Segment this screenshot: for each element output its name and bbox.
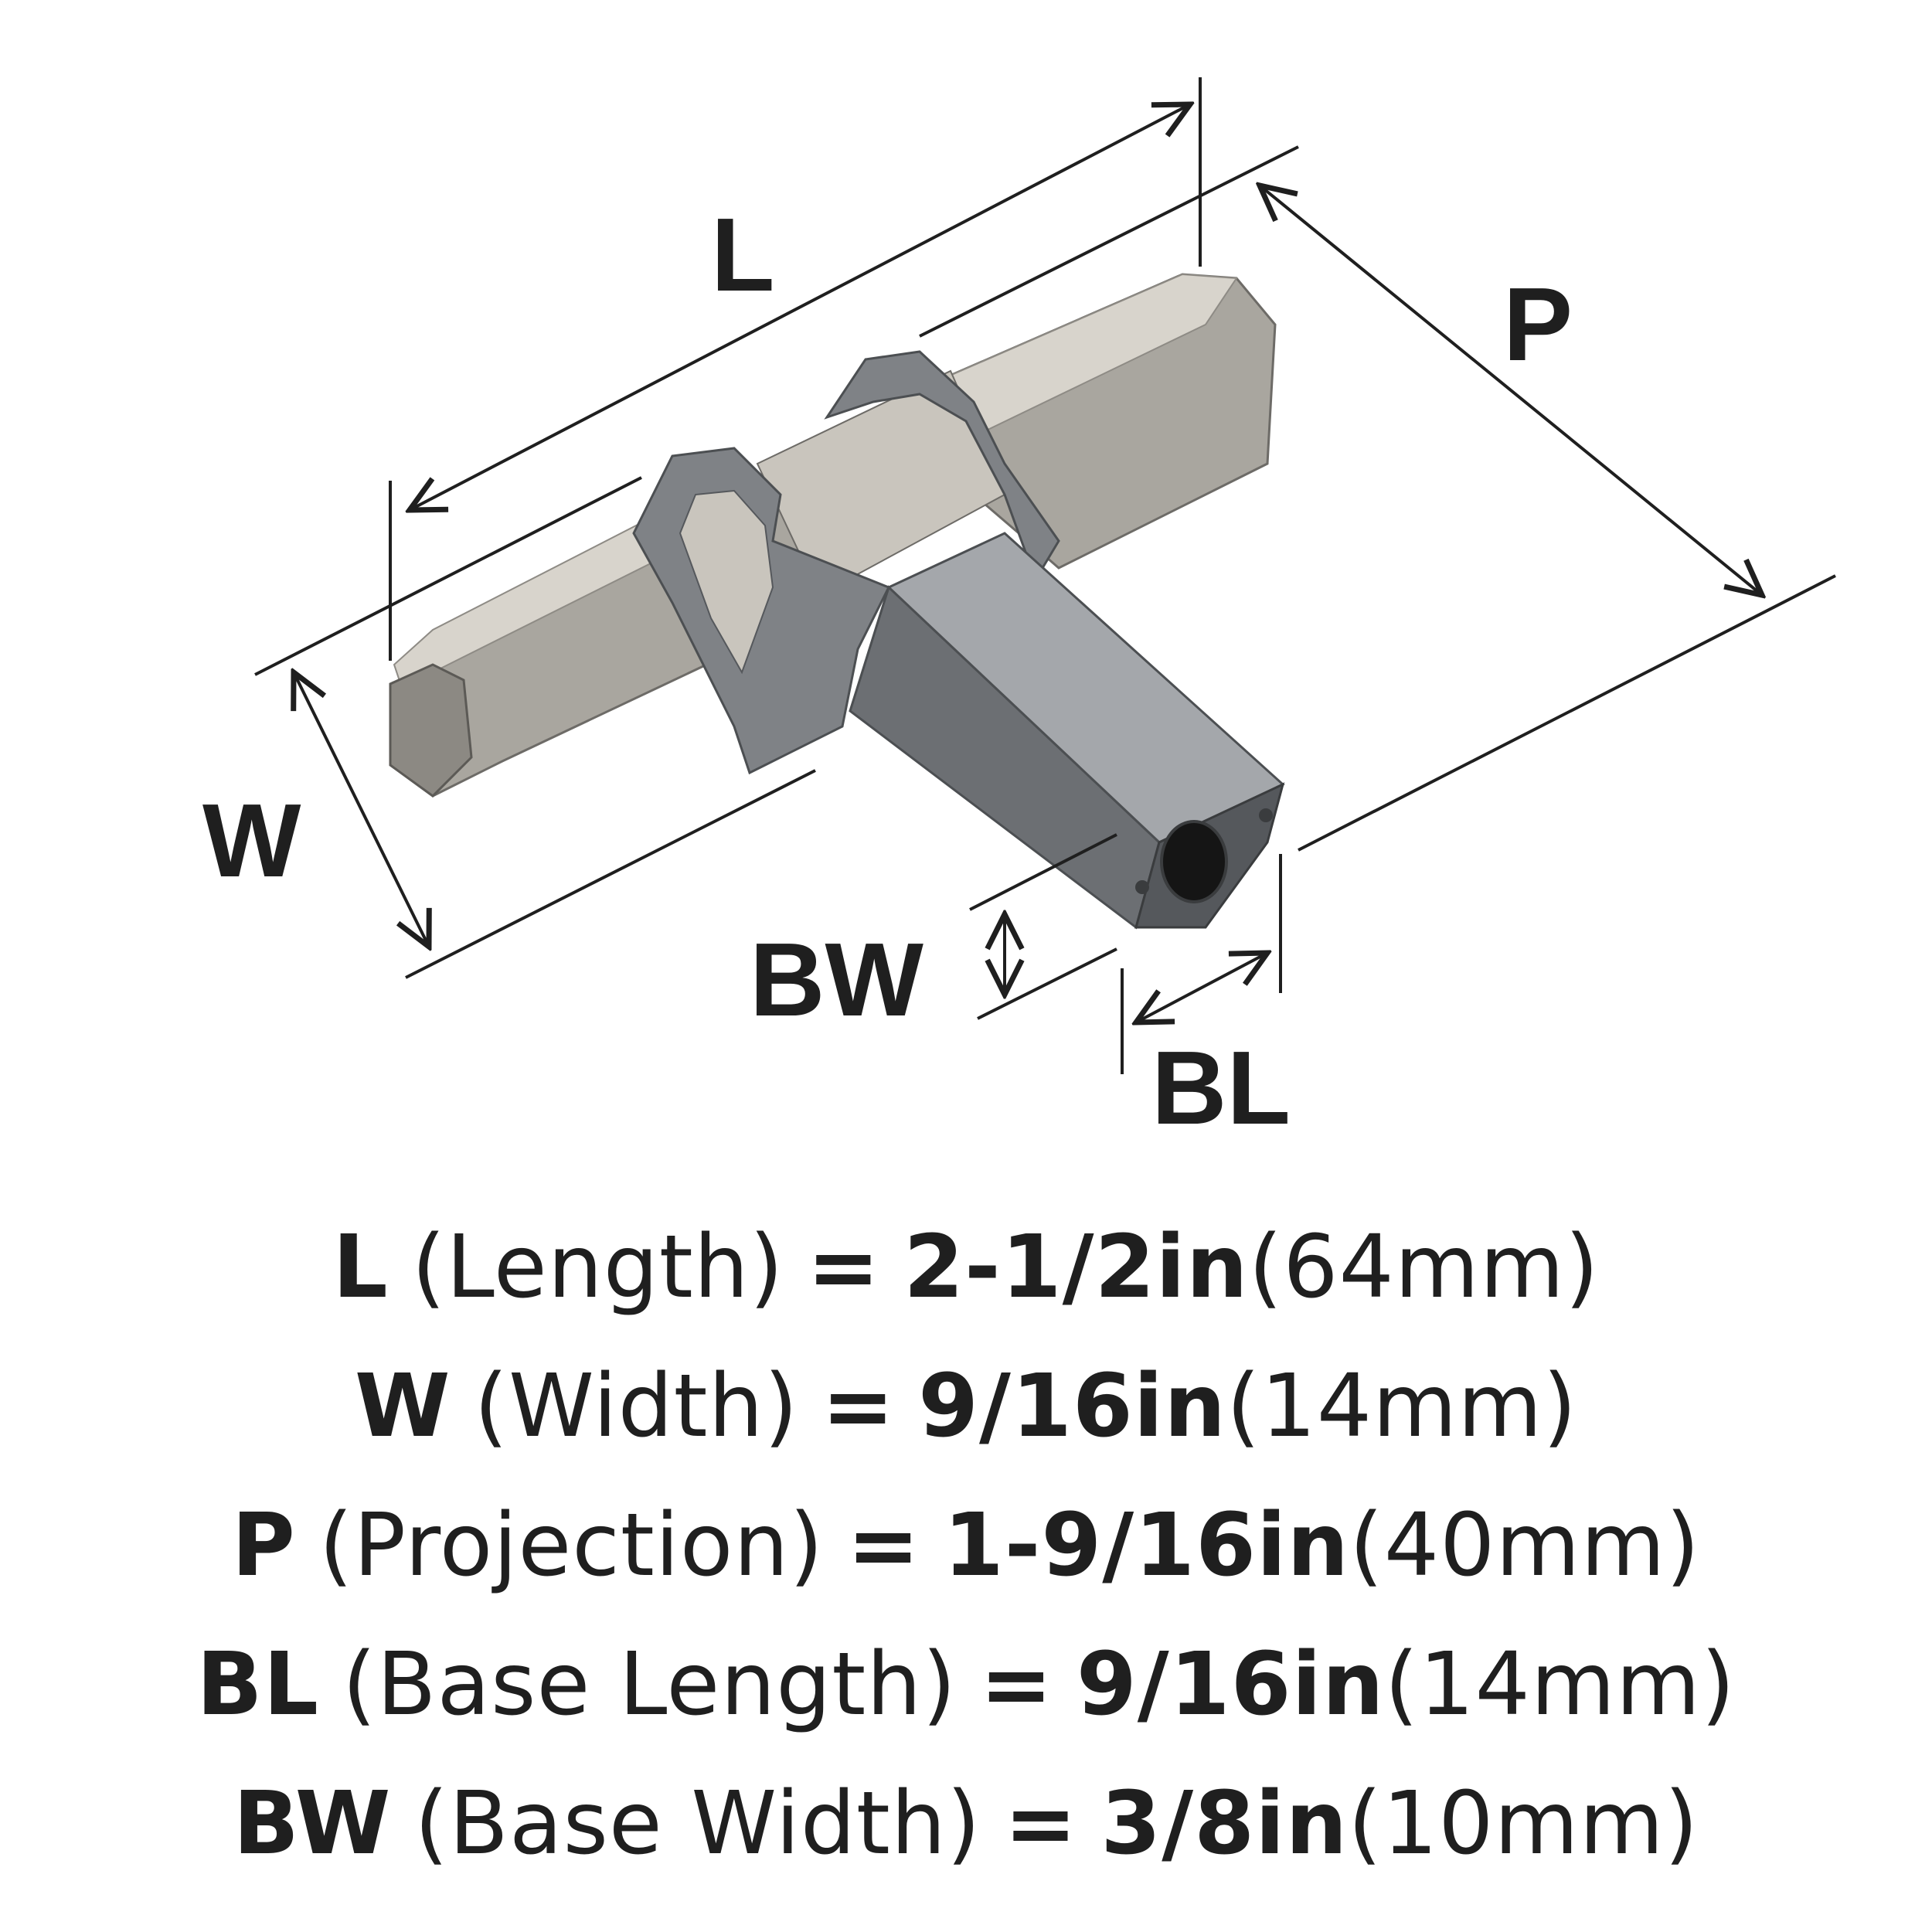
spec-metric: (40mm) bbox=[1349, 1495, 1701, 1596]
spec-imperial: 3/8in bbox=[1100, 1774, 1349, 1874]
spec-equals: = bbox=[1004, 1774, 1078, 1874]
spec-equals: = bbox=[847, 1495, 920, 1596]
spec-imperial: 1-9/16in bbox=[943, 1495, 1350, 1596]
spec-name: (Base Width) bbox=[414, 1774, 981, 1874]
base-length-label: BL bbox=[1151, 1029, 1291, 1146]
spec-equals: = bbox=[821, 1356, 896, 1457]
width-label: W bbox=[202, 782, 301, 899]
length-dim-line bbox=[410, 104, 1190, 510]
spec-metric: (14mm) bbox=[1384, 1634, 1736, 1735]
length-label: L bbox=[711, 196, 775, 313]
spec-name: (Projection) bbox=[318, 1495, 825, 1596]
spec-name: (Length) bbox=[411, 1217, 784, 1318]
projection-guide-far bbox=[1298, 574, 1836, 852]
spec-row-length: L (Length) = 2-1/2in (64mm) bbox=[0, 1198, 1932, 1337]
spec-code: L bbox=[332, 1217, 389, 1318]
spec-metric: (10mm) bbox=[1348, 1774, 1699, 1874]
dimension-lines bbox=[254, 77, 1836, 1074]
spec-name: (Width) bbox=[474, 1356, 799, 1457]
spec-code: W bbox=[354, 1356, 451, 1457]
spec-metric: (64mm) bbox=[1248, 1217, 1600, 1318]
spec-code: BL bbox=[196, 1634, 319, 1735]
spec-row-base-length: BL (Base Length) = 9/16in (14mm) bbox=[0, 1615, 1932, 1754]
spec-code: BW bbox=[233, 1774, 392, 1874]
spec-name: (Base Length) bbox=[342, 1634, 957, 1735]
width-guide-bottom bbox=[405, 769, 816, 979]
spec-code: P bbox=[231, 1495, 296, 1596]
spec-row-projection: P (Projection) = 1-9/16in (40mm) bbox=[0, 1476, 1932, 1615]
base-width-label: BW bbox=[750, 921, 923, 1038]
base-width-guide-bottom bbox=[977, 947, 1117, 1020]
projection-label: P bbox=[1503, 266, 1573, 383]
spec-equals: = bbox=[979, 1634, 1053, 1735]
base-length-dim-line bbox=[1136, 953, 1267, 1022]
base-pin-lower bbox=[1135, 880, 1149, 894]
base-post bbox=[849, 532, 1285, 930]
spec-metric: (14mm) bbox=[1226, 1356, 1578, 1457]
spec-equals: = bbox=[807, 1217, 881, 1318]
length-guide-left bbox=[254, 476, 642, 676]
screw-hole bbox=[1160, 820, 1228, 903]
spec-imperial: 2-1/2in bbox=[903, 1217, 1249, 1318]
spec-list: L (Length) = 2-1/2in (64mm) W (Width) = … bbox=[0, 1198, 1932, 1893]
length-guide-right bbox=[919, 145, 1299, 338]
knob-drawing bbox=[254, 77, 1836, 1074]
spec-imperial: 9/16in bbox=[918, 1356, 1226, 1457]
base-pin-upper bbox=[1259, 808, 1273, 822]
projection-dim-line bbox=[1260, 185, 1762, 595]
base-width-guide-top bbox=[969, 833, 1117, 911]
spec-row-width: W (Width) = 9/16in (14mm) bbox=[0, 1337, 1932, 1476]
spec-imperial: 9/16in bbox=[1076, 1634, 1385, 1735]
spec-row-base-width: BW (Base Width) = 3/8in (10mm) bbox=[0, 1754, 1932, 1893]
width-dim-line bbox=[294, 672, 429, 947]
